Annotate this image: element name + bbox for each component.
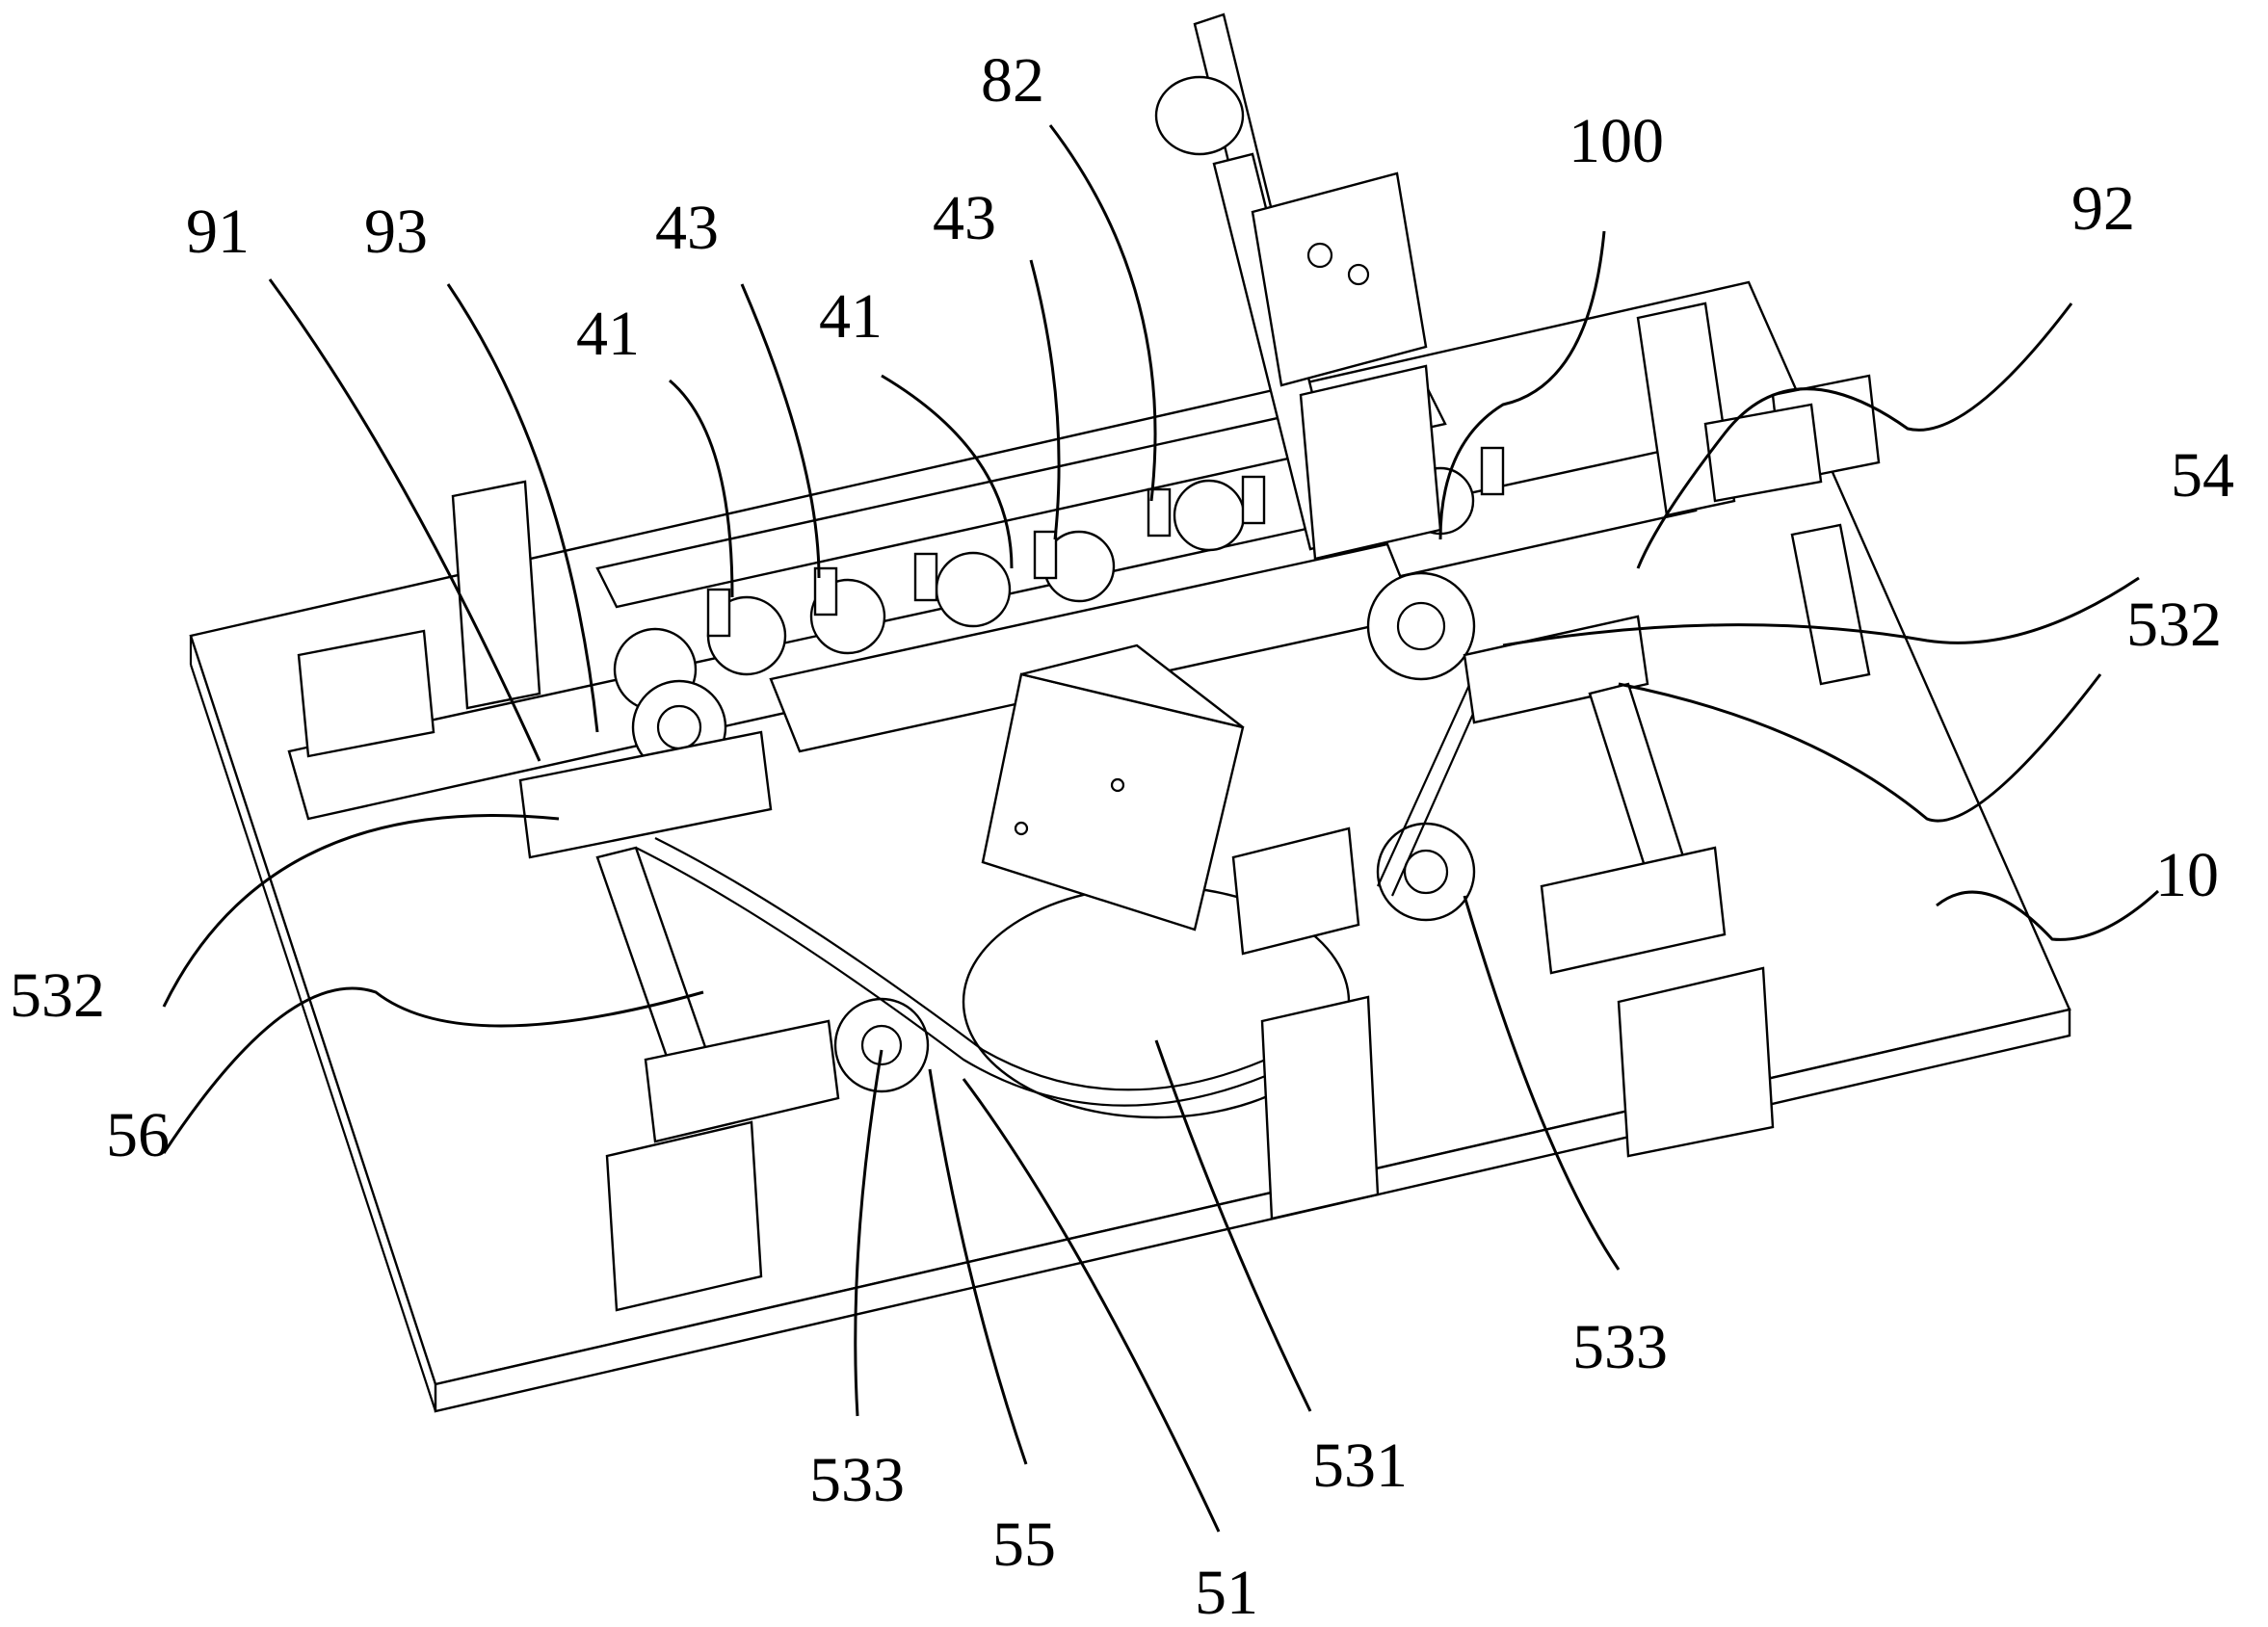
leader-51 (962, 1078, 1221, 1533)
leader-54 (1502, 576, 2140, 647)
label-92: 92 (2071, 173, 2135, 244)
cylinder-assembly (1154, 13, 1442, 561)
label-93: 93 (364, 197, 428, 267)
reference-labels: 91 93 41 43 41 43 82 100 92 54 532 10 53… (10, 45, 2234, 1627)
label-532: 532 (10, 960, 105, 1031)
leader-lines (162, 124, 2160, 1533)
leader-41a (669, 379, 734, 598)
motor-block (962, 643, 1351, 1119)
workpiece-row (613, 466, 1475, 712)
leader-532r (1618, 673, 2102, 823)
leader-82 (1048, 124, 1157, 502)
leader-91 (268, 278, 541, 762)
label-43: 43 (933, 183, 996, 253)
leader-533l (854, 1049, 883, 1417)
label-43: 43 (655, 193, 719, 263)
leader-43b (1029, 259, 1061, 540)
leader-92 (1636, 302, 2073, 569)
label-51: 51 (1195, 1558, 1258, 1627)
end-brackets (297, 302, 1881, 758)
nozzle-row (706, 446, 1505, 638)
label-41: 41 (576, 299, 640, 369)
leader-56 (162, 986, 704, 1154)
label-82: 82 (981, 45, 1044, 116)
leader-10 (1936, 889, 2160, 941)
label-531: 531 (1312, 1430, 1408, 1501)
leader-41b (881, 374, 1014, 569)
leader-533r (1463, 895, 1621, 1271)
leader-55 (928, 1068, 1028, 1465)
pulleys (631, 571, 1476, 1093)
leader-100 (1438, 230, 1606, 540)
leader-43a (740, 283, 821, 579)
label-54: 54 (2171, 440, 2234, 511)
label-41: 41 (819, 281, 883, 352)
leader-93 (446, 283, 599, 733)
leader-532l (162, 814, 560, 1008)
guide-shafts (518, 615, 1775, 1312)
label-100: 100 (1569, 106, 1664, 176)
label-56: 56 (106, 1100, 170, 1170)
label-533: 533 (1572, 1312, 1668, 1382)
label-533: 533 (809, 1445, 905, 1515)
label-10: 10 (2155, 840, 2219, 910)
label-55: 55 (992, 1509, 1056, 1580)
leader-531 (1154, 1039, 1312, 1412)
label-532: 532 (2126, 590, 2222, 660)
label-91: 91 (186, 197, 250, 267)
